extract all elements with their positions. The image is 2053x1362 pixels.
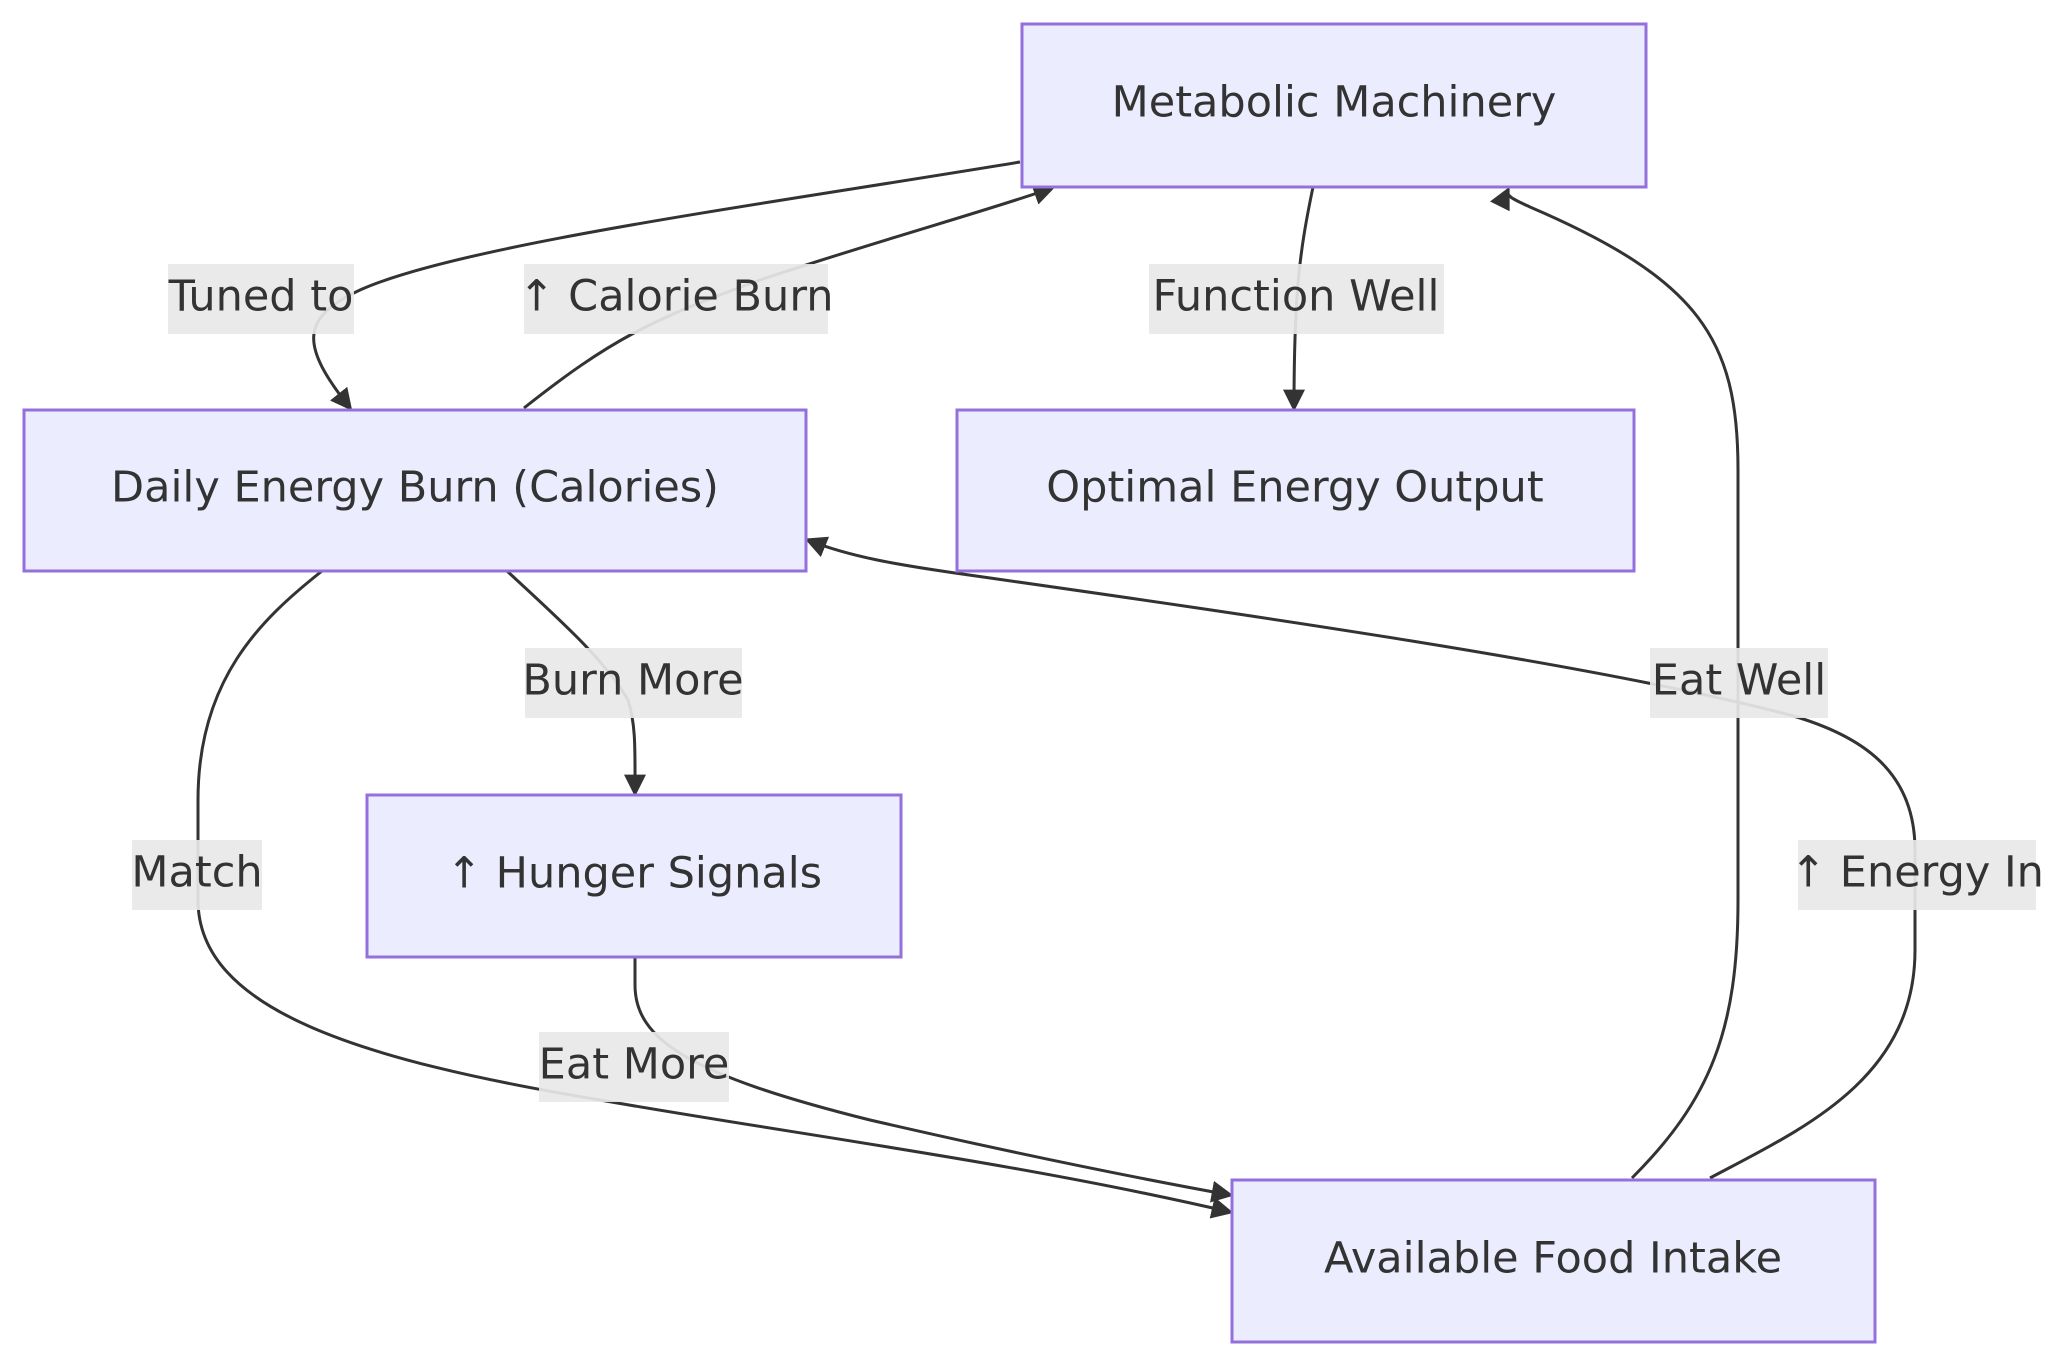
edge-match[interactable] [196,569,1234,1219]
node-label: Daily Energy Burn (Calories) [111,463,719,513]
edge-label-text: Function Well [1153,272,1440,322]
edge-label-function-well: Function Well [1149,264,1444,334]
node-box [955,408,1636,573]
edge-label-bg [1798,840,2036,910]
edge-tuned-to[interactable] [312,160,1021,411]
edge-label-tuned-to: Tuned to [168,264,354,334]
edge-eat-more[interactable] [633,957,1234,1203]
edge-label-text: Eat Well [1652,656,1826,706]
node-box [1020,22,1648,189]
edge-eat-well[interactable] [804,536,1917,1180]
edge-label-text: Eat More [539,1040,730,1090]
node-box [365,793,903,959]
edge-label-bg [539,1032,729,1102]
node-optimal-energy-output[interactable]: Optimal Energy Output [955,408,1636,573]
node-metabolic-machinery[interactable]: Metabolic Machinery [1020,22,1648,189]
edge-label-eat-well: Eat Well [1650,648,1828,718]
node-hunger-signals[interactable]: ↑ Hunger Signals [365,793,903,959]
node-label: Available Food Intake [1324,1234,1782,1284]
node-daily-energy-burn[interactable]: Daily Energy Burn (Calories) [22,408,808,573]
edge-label-bg [525,648,742,718]
edge-label-calorie-burn: ↑ Calorie Burn [518,264,834,334]
node-box [22,408,808,573]
edge-label-text: ↑ Calorie Burn [518,272,833,322]
node-label: Metabolic Machinery [1112,78,1557,128]
node-available-food-intake[interactable]: Available Food Intake [1230,1178,1877,1344]
node-label: ↑ Hunger Signals [446,849,822,899]
edge-label-text: Burn More [522,656,743,706]
edge-label-match: Match [131,840,263,910]
edge-label-text: Match [131,848,262,898]
edge-label-bg [132,840,262,910]
edge-label-energy-in: ↑ Energy In [1790,840,2044,910]
node-box [1230,1178,1877,1344]
node-label: Optimal Energy Output [1046,463,1543,513]
edge-label-bg [1149,264,1444,334]
edge-energy-in[interactable] [1489,186,1740,1180]
edge-label-eat-more: Eat More [539,1032,730,1102]
edge-label-bg [524,264,828,334]
edge-label-text: Tuned to [168,272,354,322]
edge-labels: Tuned to ↑ Calorie Burn Function Well Bu… [131,264,2044,1102]
edge-label-text: ↑ Energy In [1790,848,2044,898]
nodes: Metabolic Machinery Daily Energy Burn (C… [22,22,1877,1344]
edge-label-bg [168,264,354,334]
edge-label-burn-more: Burn More [522,648,744,718]
edge-label-bg [1650,648,1828,718]
